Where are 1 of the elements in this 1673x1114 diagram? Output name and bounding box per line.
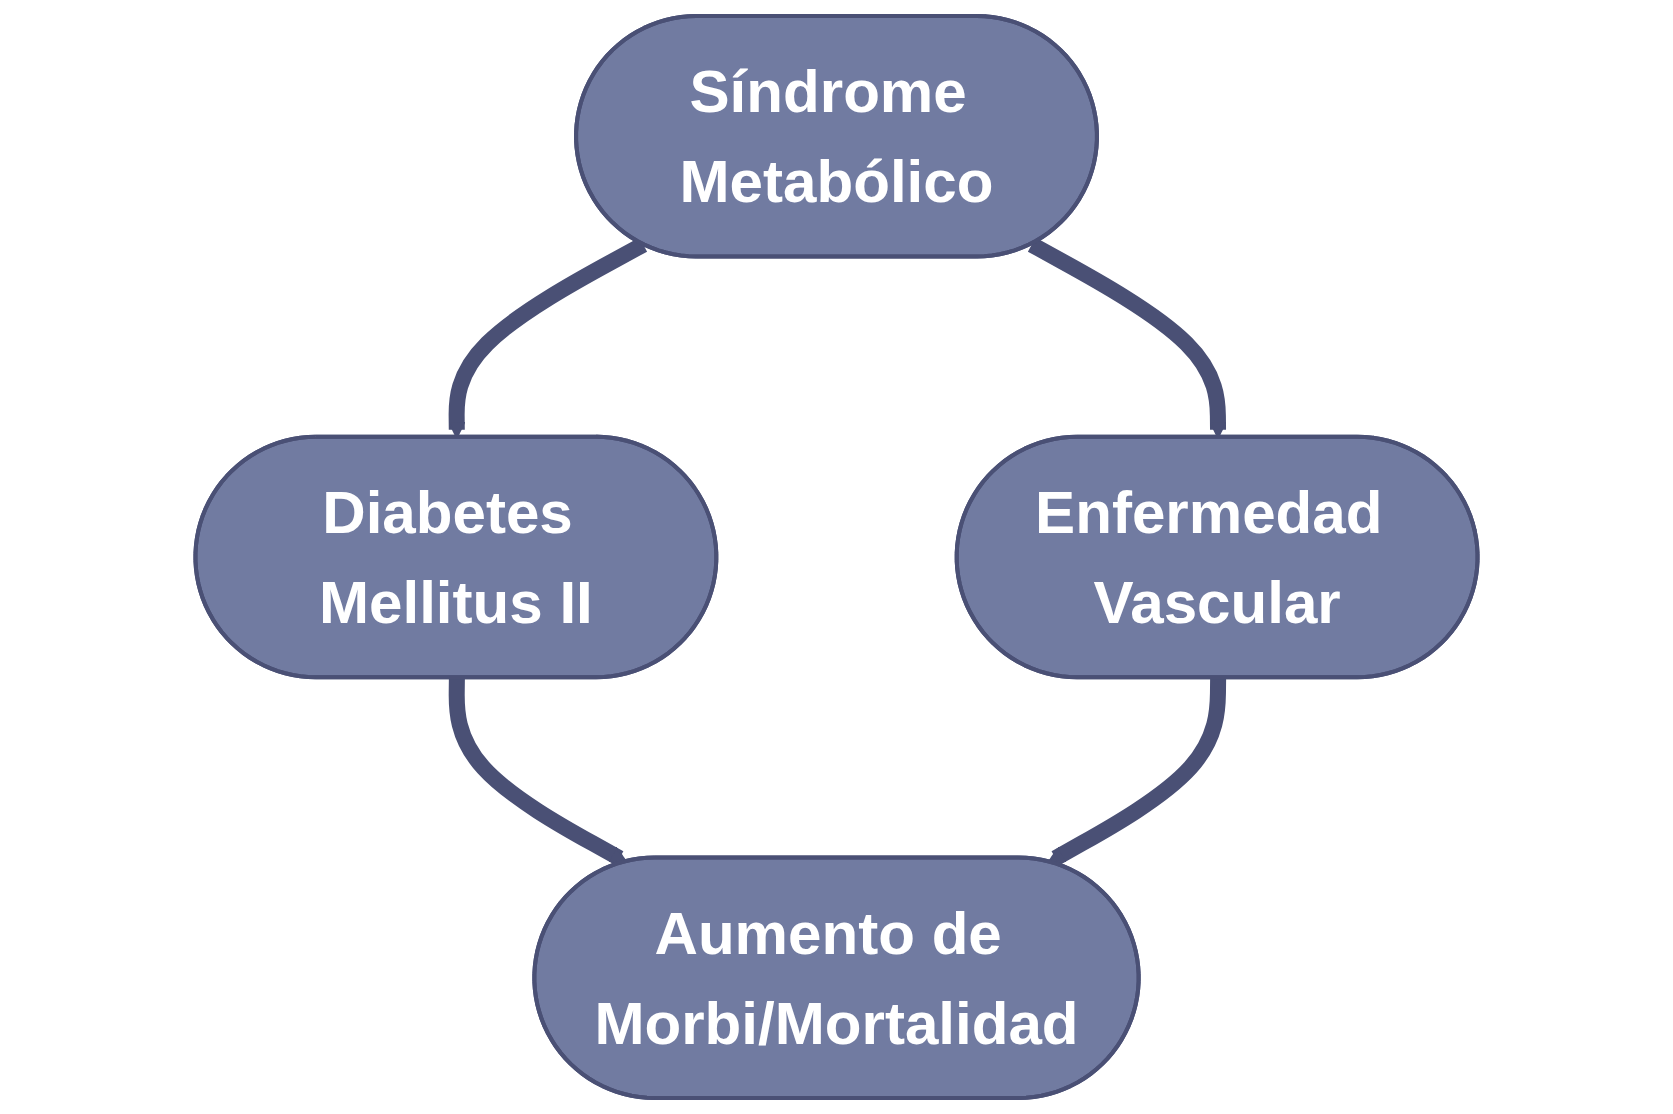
arrow [1047,678,1227,866]
